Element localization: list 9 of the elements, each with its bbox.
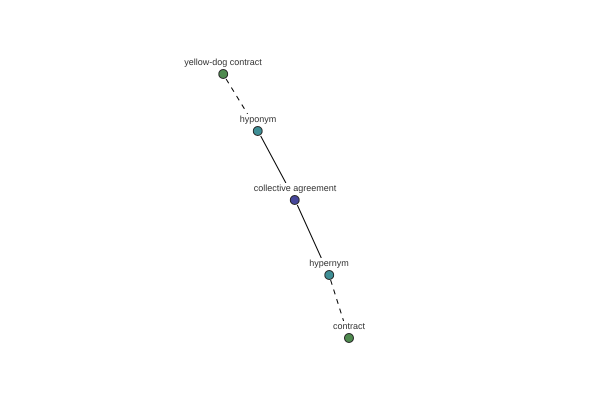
node-label: hyponym [238, 114, 278, 125]
connector-line [296, 204, 322, 258]
node-label: yellow-dog contract [183, 57, 263, 68]
node-label: collective agreement [252, 183, 338, 194]
dashed-connector-line [330, 280, 344, 322]
node-label: contract [332, 321, 366, 332]
dashed-connector-line [226, 78, 248, 114]
node-label: hypernym [308, 258, 350, 269]
connector-line [260, 136, 286, 184]
